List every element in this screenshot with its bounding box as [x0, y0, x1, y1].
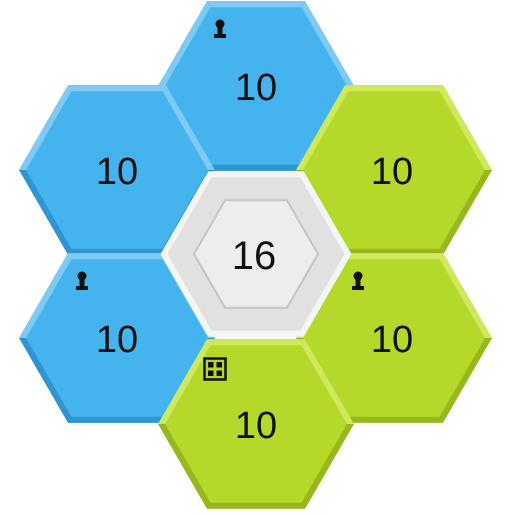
center-tile-inner: [192, 199, 320, 309]
hex-tile-lower-right[interactable]: [296, 253, 492, 423]
hex-tile-upper-right[interactable]: [296, 85, 492, 255]
center-tile[interactable]: [160, 171, 352, 337]
hex-tile-top-face: [165, 7, 347, 165]
hex-tile-bottom-face: [165, 345, 347, 503]
hex-tile-lower-left[interactable]: [19, 253, 215, 423]
hex-tile-top[interactable]: [158, 1, 354, 171]
hex-tile-upper-right-face: [303, 91, 485, 249]
hex-tile-upper-left-face: [26, 91, 208, 249]
hex-tile-lower-left-face: [26, 259, 208, 417]
hex-tile-upper-left[interactable]: [19, 85, 215, 255]
hex-tile-lower-right-face: [303, 259, 485, 417]
